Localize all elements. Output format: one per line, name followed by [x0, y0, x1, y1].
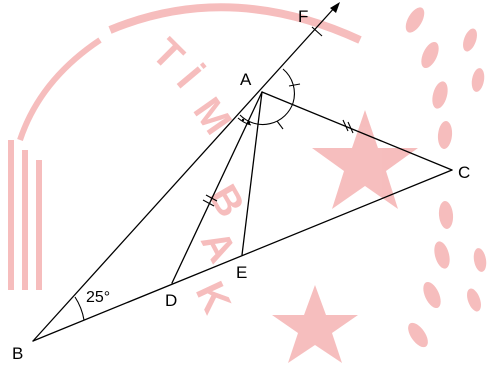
label-angle-B: 25°	[86, 289, 110, 306]
angle-arc-DAC	[239, 102, 294, 125]
label-point-C: C	[458, 163, 470, 182]
watermark-star	[272, 285, 358, 363]
watermark-star	[312, 110, 418, 209]
segment-AE	[241, 91, 263, 256]
watermark-bar	[8, 140, 14, 290]
watermark-ring-arc	[17, 37, 102, 141]
equal-mark-AC	[342, 119, 354, 134]
equal-mark-AD	[202, 194, 218, 207]
segment-BC	[32, 169, 453, 342]
watermark-laurel	[405, 7, 487, 348]
angle-tick-DAC	[276, 120, 284, 130]
label-point-A: A	[240, 70, 252, 89]
watermark-letter: M	[185, 90, 240, 143]
angle-arc-B	[74, 296, 85, 321]
watermark-bar	[36, 160, 42, 290]
angle-dot	[241, 118, 245, 122]
watermark-letter: T	[144, 30, 192, 78]
label-point-F: F	[298, 7, 308, 26]
angle-arc-BAD	[237, 117, 252, 126]
tick-on-AF	[311, 26, 323, 37]
segment-BA-extended-to-F	[32, 5, 337, 342]
watermark-letter: K	[187, 275, 239, 320]
watermark-ring-arc	[108, 3, 362, 44]
segment-AC	[261, 91, 453, 171]
angle-arc-CAF	[282, 68, 295, 104]
watermark: T İ M B A K	[8, 3, 487, 363]
label-point-B: B	[12, 344, 23, 363]
arrowhead-F	[330, 2, 340, 13]
label-point-E: E	[236, 263, 247, 282]
watermark-bar	[22, 150, 28, 290]
angle-dot	[247, 121, 251, 125]
watermark-letter: B	[200, 178, 253, 225]
label-point-D: D	[165, 291, 177, 310]
angle-tick-CAF	[288, 83, 301, 87]
